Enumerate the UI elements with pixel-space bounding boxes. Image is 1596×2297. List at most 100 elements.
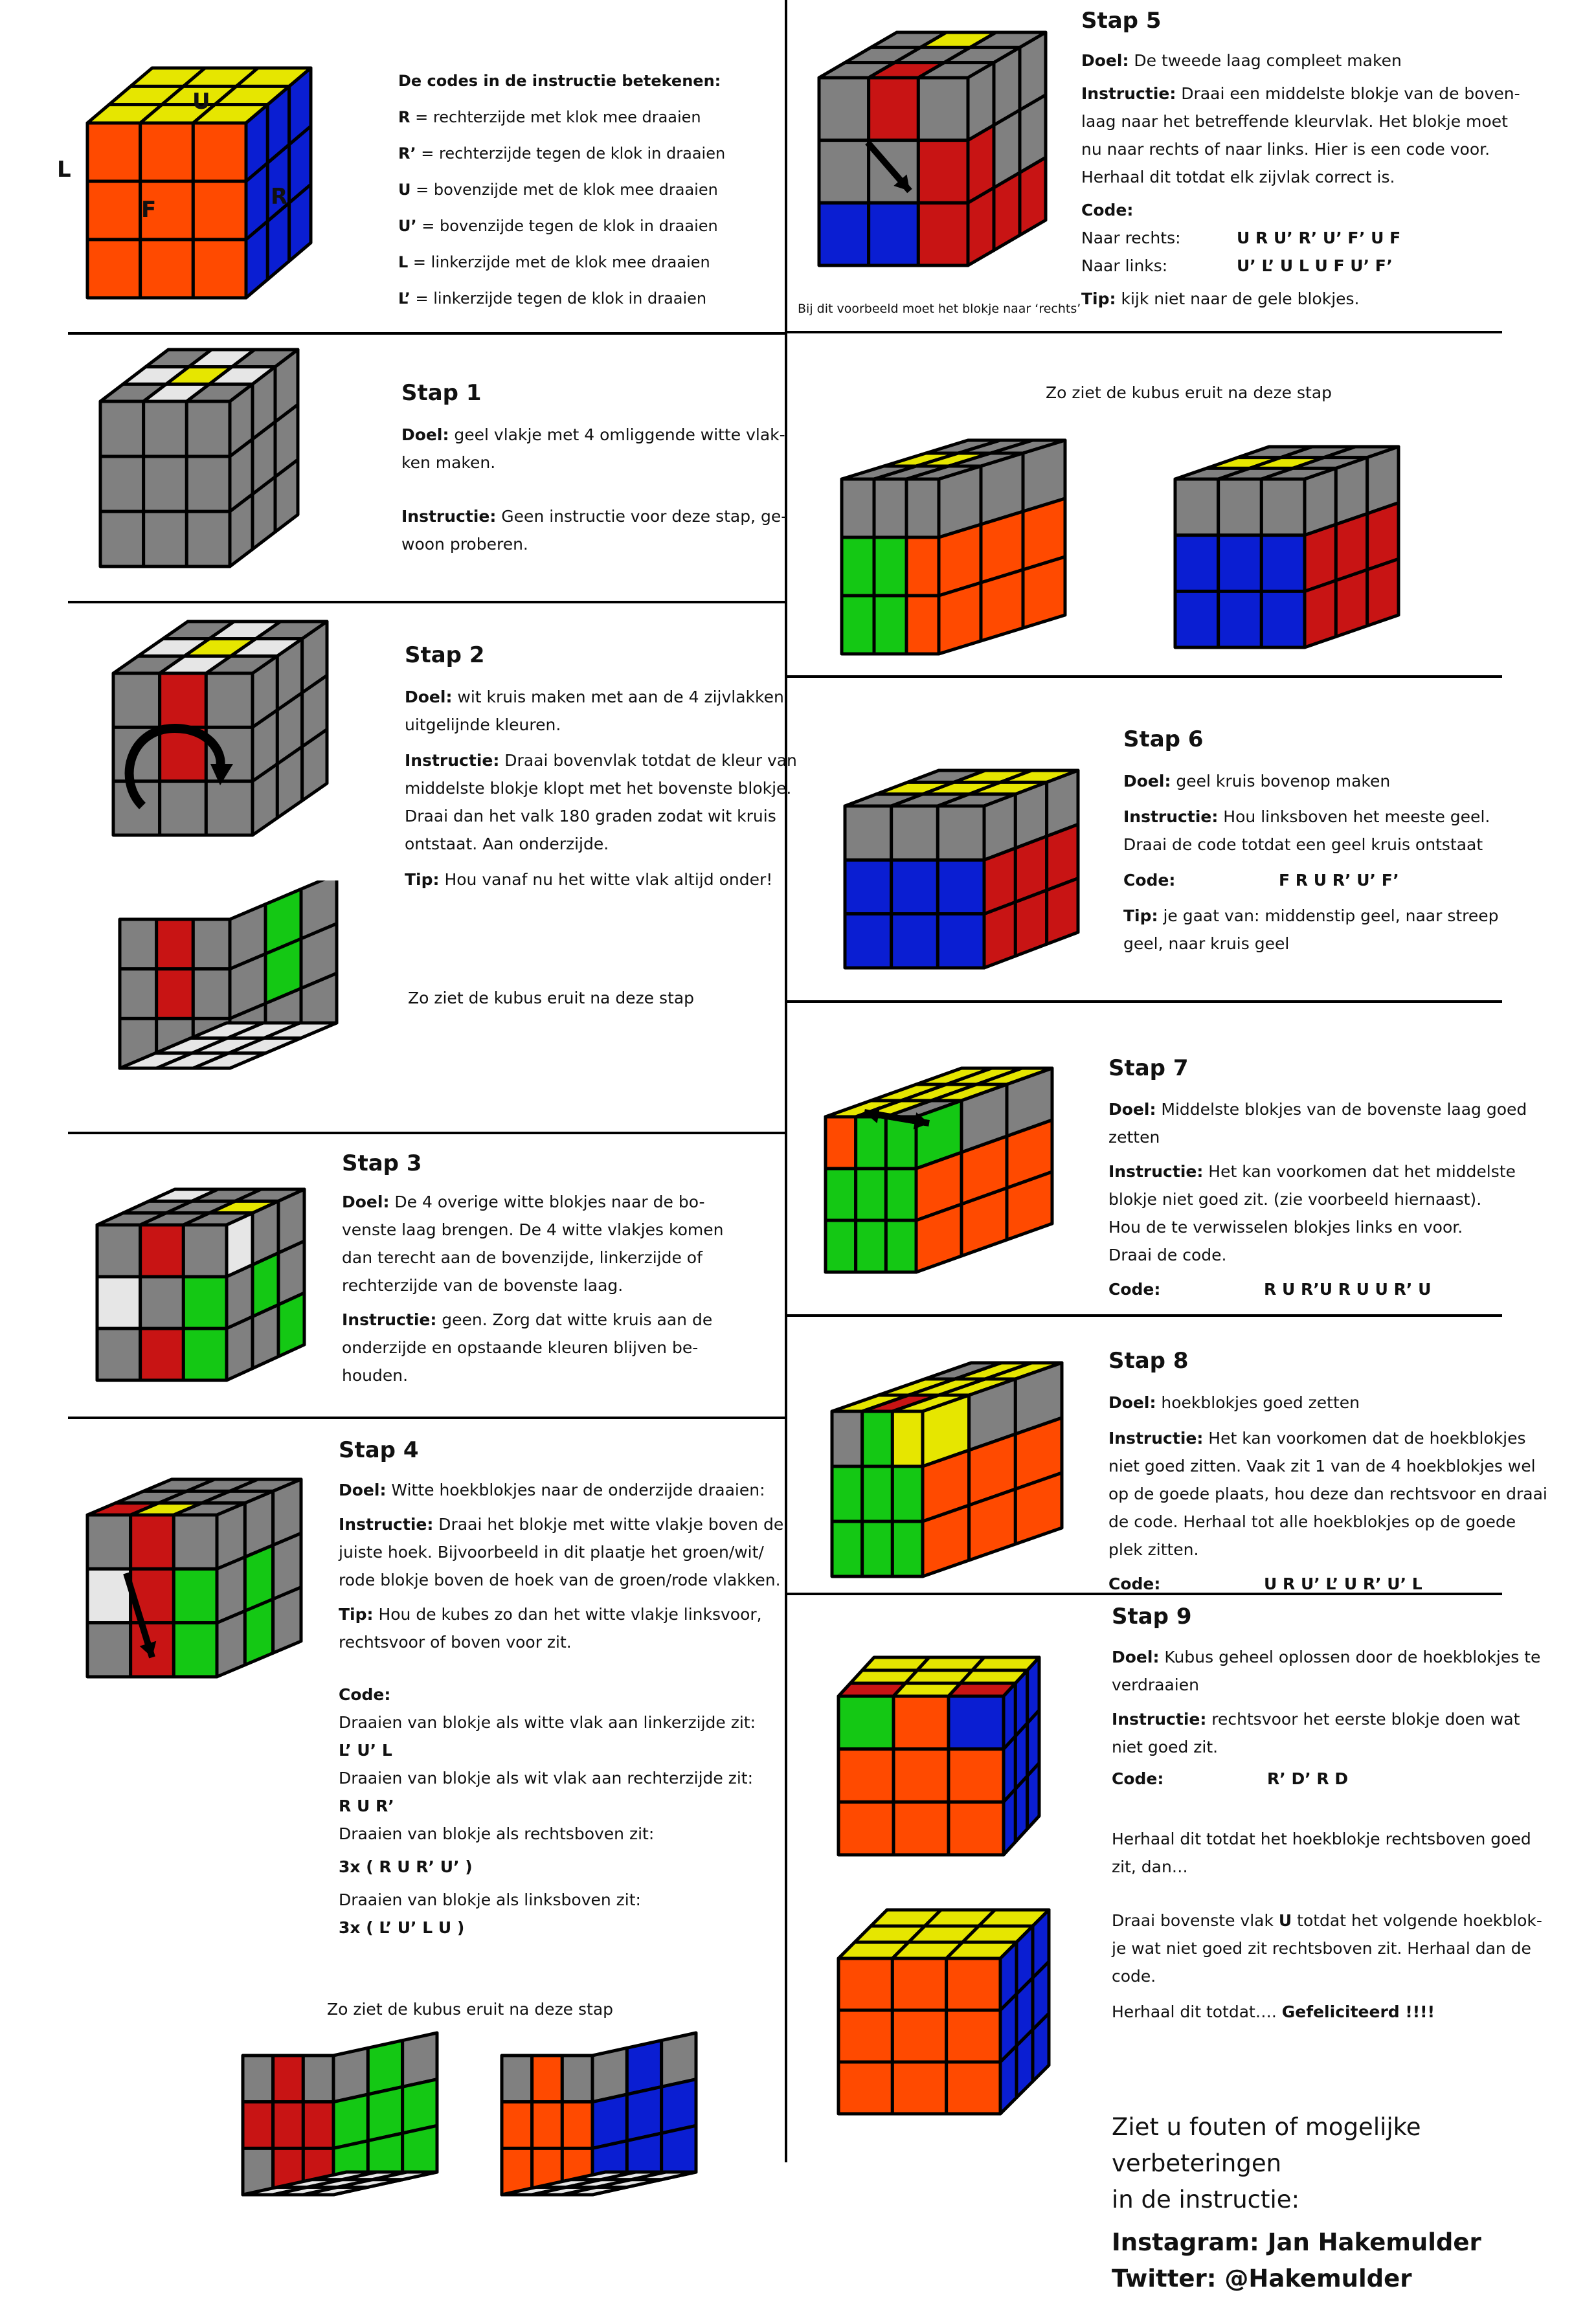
cube-facelet [241,2054,275,2104]
cube-facelet [830,1519,864,1578]
cube-facelet [142,454,188,513]
cube-facelet [660,2031,698,2089]
cube-facelet [204,725,254,783]
step1-body: Doel: geel vlakje met 4 omliggende witte… [401,425,787,554]
twitter-handle[interactable]: Twitter: @Hakemulder [1112,2265,1412,2292]
cube-facelet [1173,589,1220,649]
cube-illustration-legend [85,66,313,300]
cube-facelet [890,1409,925,1468]
cube-facelet [215,1609,247,1679]
cube-facelet [185,454,232,513]
cube-illustration-step4 [85,1477,303,1679]
cube-facelet [191,238,248,300]
cube-facelet [271,2054,305,2104]
cube-facelet [936,858,986,916]
cube-facelet [892,1694,950,1751]
cube-facelet [139,1275,185,1330]
cube-facelet [884,1167,918,1222]
cube-facelet [1173,477,1220,537]
cube-facelet [860,1409,894,1468]
cube-facelet [142,399,188,458]
cube-facelet [172,1621,219,1679]
cube-facelet [916,201,970,267]
cube-facelet [1045,877,1080,946]
cube-facelet [98,510,146,568]
cube-facelet [1217,477,1263,537]
cube-facelet [241,2100,275,2150]
cube-facelet [945,1956,1002,2012]
cube-facelet [85,121,142,183]
cube-facelet [155,917,195,971]
cube-facelet [129,1513,175,1571]
cube-facelet [824,1218,858,1274]
cube-illustration-step4-result-b [500,2031,698,2197]
cube-facelet [890,2008,949,2064]
cube-facelet [1018,155,1048,237]
legend-row: R’ = rechterzijde tegen de klok in draai… [398,144,726,162]
cube-facelet [158,779,208,837]
cube-facelet [158,671,208,729]
cube-facelet [85,1513,133,1571]
cube-facelet [867,76,920,142]
cube-facelet [890,1519,925,1578]
cube-facelet [854,1115,888,1171]
cube-facelet [830,1464,864,1523]
cube-illustration-step8 [830,1361,1064,1578]
divider [68,1132,785,1134]
center-divider [785,0,787,2162]
cube-facelet [1005,1170,1054,1242]
step8-body: Doel: hoekblokjes goed zetten Instructie… [1108,1393,1547,1593]
cube-facelet [905,477,941,539]
cube-facelet [191,917,232,971]
cube-facelet [185,510,232,568]
divider [68,601,785,603]
cube-facelet [1334,568,1369,638]
cube-facelet [191,967,232,1020]
step9-body: Doel: Kubus geheel oplossen door de hoek… [1112,1648,1542,2021]
cube-facelet [854,1218,888,1274]
cube-facelet [251,1303,280,1371]
step2-body: Doel: wit kruis maken met aan de 4 zijvl… [405,688,797,889]
step6-body: Doel: geel kruis bovenop maken Instructi… [1123,772,1499,953]
cube-facelet [979,568,1025,643]
cube-facelet [301,2054,335,2104]
cube-facelet [85,179,142,241]
step8-title: Stap 8 [1108,1348,1189,1374]
legend-row: R = rechterzijde met klok mee draaien [398,108,701,126]
cube-facelet [837,1956,894,2012]
step3-title: Stap 3 [342,1150,422,1176]
divider [68,332,785,335]
cube-facelet [854,1167,888,1222]
cube-facelet [1013,888,1049,958]
cube-facelet [936,912,986,970]
cube-facelet [905,594,941,656]
instagram-handle[interactable]: Instagram: Jan Hakemulder [1112,2228,1481,2256]
cube-facelet [1013,1774,1029,1844]
cube-facelet [85,238,142,300]
cube-facelet [139,238,195,300]
cube-facelet [262,1021,339,1040]
cube-facelet [837,1800,895,1857]
step9-title: Stap 9 [1112,1604,1192,1630]
step4-title: Stap 4 [339,1437,419,1463]
cube-facelet [890,912,939,970]
cube-facelet [191,121,248,183]
cube-facelet [301,2100,335,2150]
cube-facelet [872,477,908,539]
cube-facelet [155,967,195,1020]
cube-facelet [817,139,871,205]
step1-title: Stap 1 [401,380,482,406]
cube-facelet [530,2100,564,2150]
cube-facelet [111,671,162,729]
cube-facelet [860,1519,894,1578]
cube-facelet [560,2054,594,2104]
cube-facelet [1259,589,1307,649]
cube-facelet [824,1115,858,1171]
step5-title: Stap 5 [1081,8,1162,34]
cube-facelet [271,2100,305,2150]
cube-facelet [945,2060,1002,2116]
cube-facelet [139,121,195,183]
step5-body: Doel: De tweede laag compleet maken Inst… [1081,51,1520,308]
cube-facelet [892,1747,950,1804]
cube-facelet [945,2008,1002,2064]
